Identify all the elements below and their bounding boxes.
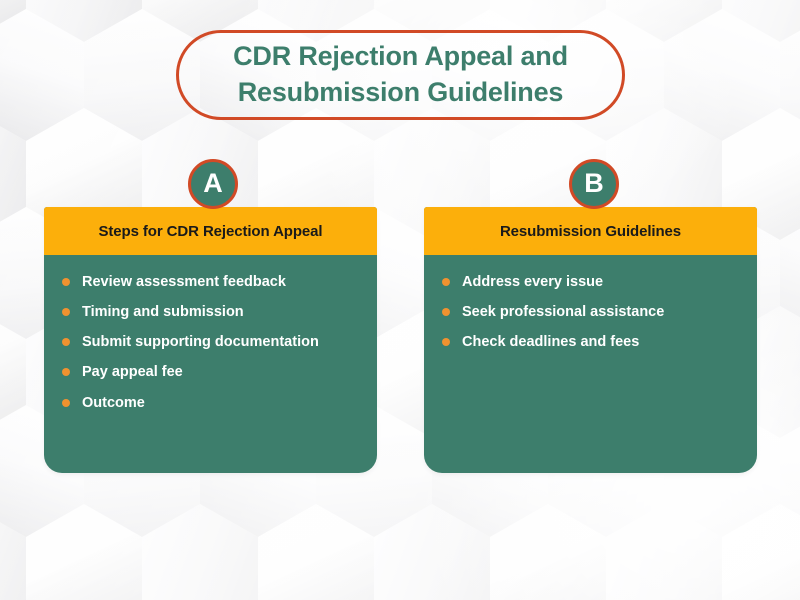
list-item: Timing and submission <box>60 303 361 321</box>
badge-a: A <box>188 159 238 209</box>
list-item: Submit supporting documentation <box>60 333 361 351</box>
list-item: Seek professional assistance <box>440 303 741 321</box>
page-title-line-1: CDR Rejection Appeal and <box>233 41 568 72</box>
title-pill: CDR Rejection Appeal and Resubmission Gu… <box>176 30 625 120</box>
page-title-line-2: Resubmission Guidelines <box>237 77 564 107</box>
list-item: Pay appeal fee <box>60 363 361 381</box>
card-left-header: Steps for CDR Rejection Appeal <box>44 207 377 255</box>
list-item: Address every issue <box>440 273 741 291</box>
list-item: Outcome <box>60 394 361 412</box>
list-item: Check deadlines and fees <box>440 333 741 351</box>
badge-b: B <box>569 159 619 209</box>
card-steps-for-cdr-rejection-appeal: Steps for CDR Rejection Appeal Review as… <box>44 207 377 473</box>
card-resubmission-guidelines: Resubmission Guidelines Address every is… <box>424 207 757 473</box>
badge-a-label: A <box>203 167 223 198</box>
list-item: Review assessment feedback <box>60 273 361 291</box>
badge-b-label: B <box>584 167 604 198</box>
card-right-header: Resubmission Guidelines <box>424 207 757 255</box>
